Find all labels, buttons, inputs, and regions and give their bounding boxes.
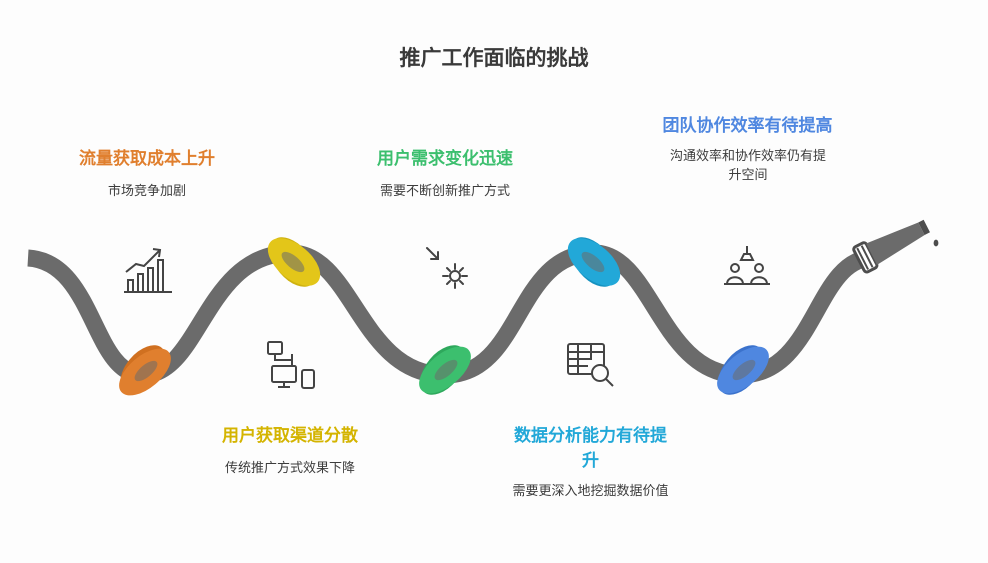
- challenge-2-desc: 传统推广方式效果下降: [224, 461, 355, 476]
- knot-green: [419, 345, 471, 395]
- challenge-5: 团队协作效率有待提高 沟通效率和协作效率仍有提升空间: [660, 114, 835, 185]
- challenge-4-desc: 需要更深入地挖掘数据价值: [512, 484, 669, 499]
- challenge-5-title: 团队协作效率有待提高: [662, 116, 833, 136]
- knot-yellow: [267, 237, 321, 287]
- challenge-1-desc: 市场竞争加剧: [107, 184, 186, 199]
- challenge-3-title: 用户需求变化迅速: [377, 149, 513, 169]
- challenge-1: 流量获取成本上升 市场竞争加剧: [47, 147, 247, 201]
- challenge-2: 用户获取渠道分散 传统推广方式效果下降: [190, 424, 390, 478]
- bar-chart-growth-icon: [124, 248, 172, 293]
- challenge-3-desc: 需要不断创新推广方式: [379, 184, 510, 199]
- page-title: 推广工作面临的挑战: [399, 46, 589, 70]
- water-drop: [933, 239, 939, 247]
- hose-nozzle: [852, 219, 930, 274]
- knot-blue: [717, 345, 769, 395]
- challenge-5-desc: 沟通效率和协作效率仍有提升空间: [669, 149, 826, 183]
- knot-cyan: [567, 237, 621, 287]
- challenge-2-title: 用户获取渠道分散: [222, 426, 358, 446]
- challenge-3: 用户需求变化迅速 需要不断创新推广方式: [345, 147, 545, 201]
- table-search-icon: [567, 343, 614, 387]
- knot-orange: [119, 345, 171, 396]
- challenge-4: 数据分析能力有待提升 需要更深入地挖掘数据价值: [508, 424, 673, 501]
- challenge-1-title: 流量获取成本上升: [79, 149, 215, 169]
- challenge-4-title: 数据分析能力有待提升: [514, 426, 667, 471]
- devices-network-icon: [267, 341, 315, 389]
- team-meeting-icon: [724, 246, 770, 285]
- click-burst-icon: [426, 247, 468, 289]
